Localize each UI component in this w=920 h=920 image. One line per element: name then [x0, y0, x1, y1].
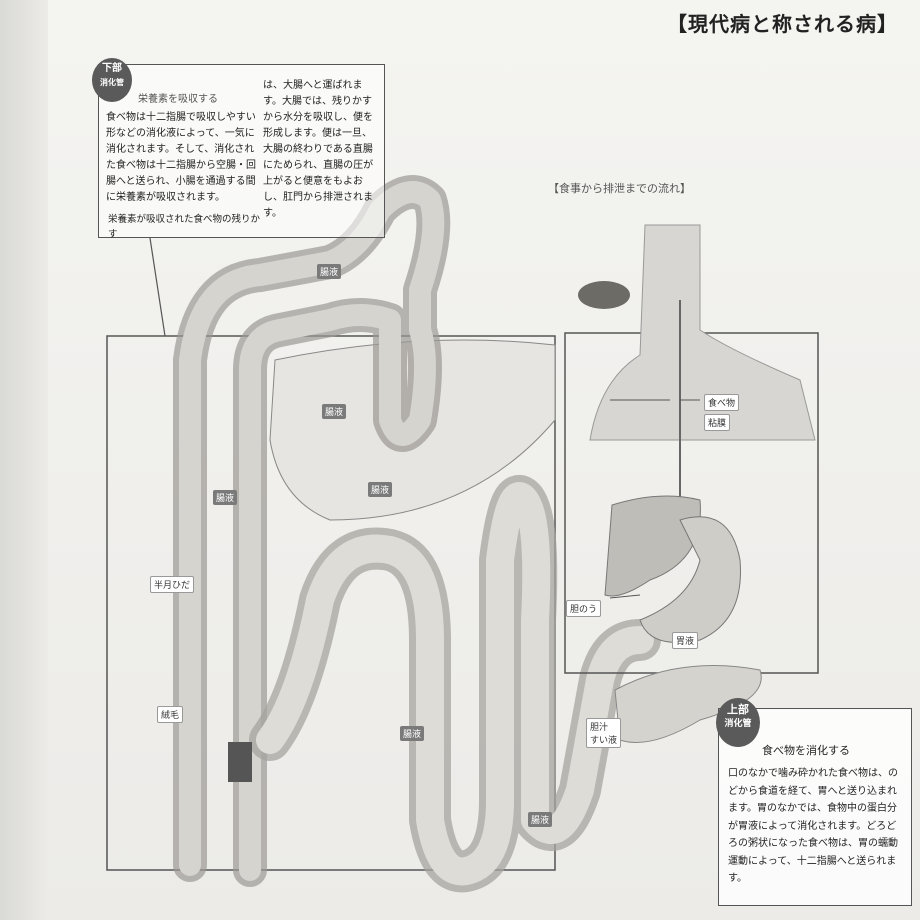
hamburger-icon — [578, 281, 630, 309]
villus-window — [228, 742, 252, 782]
label-villus: 絨毛 — [157, 706, 184, 723]
label-gastric-juice: 胃液 — [672, 632, 699, 649]
lower-gi-col1-extra: 栄養素が吸収された食べ物の残りかす — [108, 214, 261, 241]
liver — [604, 495, 701, 597]
label-food: 食べ物 — [704, 394, 740, 411]
upper-gi-badge: 上部 消化管 — [716, 698, 760, 747]
leader-gallbladder — [609, 594, 641, 599]
lower-badge-top: 下部 — [102, 63, 122, 74]
upper-gi-body: 口のなかで噛み砕かれた食べ物は、のどから食道を経て、胃へと送り込まれます。胃のな… — [728, 768, 898, 884]
lower-gi-badge: 下部 消化管 — [92, 58, 132, 102]
label-mucosa: 粘膜 — [704, 414, 731, 431]
upper-badge-top: 上部 — [727, 703, 749, 716]
upper-gi-heading: 食べ物を消化する — [762, 744, 850, 757]
label-digestive-4: 腸液 — [400, 726, 425, 741]
lower-gi-box — [98, 64, 385, 238]
scan-shadow — [0, 0, 48, 920]
stomach — [639, 516, 741, 643]
label-bile-pancreatic: 胆汁 すい液 — [586, 718, 622, 748]
head-silhouette — [589, 224, 816, 441]
page-title: 【現代病と称される病】 — [667, 12, 898, 36]
lower-badge-bottom: 消化管 — [100, 78, 124, 87]
lower-gi-col1: 食べ物は十二指腸で吸収しやすい形などの消化液によって、一気に消化されます。そして… — [106, 112, 256, 203]
label-semilunar: 半月ひだ — [150, 576, 195, 593]
label-digestive-2: 腸液 — [322, 404, 347, 419]
callout-line — [149, 237, 166, 337]
label-digestive-1: 腸液 — [317, 264, 342, 279]
lower-gi-heading: 栄養素を吸収する — [138, 94, 218, 105]
pancreas — [614, 665, 762, 743]
small-intestine-inner — [256, 482, 654, 886]
label-digestive-5: 腸液 — [528, 812, 553, 827]
large-intestine-inner — [179, 181, 445, 881]
label-digestive-3: 腸液 — [213, 490, 238, 505]
flow-heading: 【食事から排泄までの流れ】 — [548, 182, 691, 195]
label-gallbladder: 胆のう — [566, 600, 602, 617]
lower-gi-col2: は、大腸へと運ばれます。大腸では、残りかすから水分を吸収し、便を形成します。便は… — [263, 80, 374, 219]
label-digestive-6: 腸液 — [368, 482, 393, 497]
upper-badge-bottom: 消化管 — [724, 719, 752, 729]
